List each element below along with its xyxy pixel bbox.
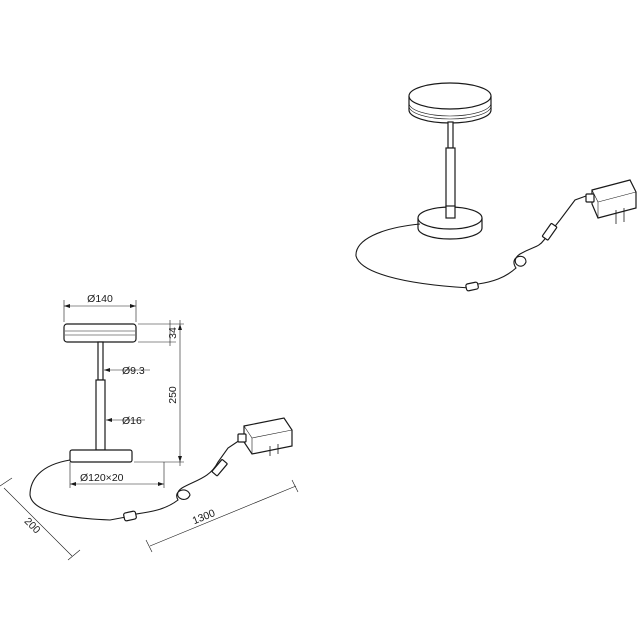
- dim-label: Ø140: [87, 293, 113, 305]
- dim-label: 250: [167, 386, 179, 404]
- dim-stem-bottom: Ø16: [106, 415, 145, 427]
- lamp-base: [69, 449, 133, 463]
- stem-upper: [447, 121, 454, 149]
- cord-connector: [211, 459, 228, 477]
- dim-base: Ø120×20: [69, 462, 165, 488]
- dim-cord-switch: 200: [0, 477, 81, 561]
- lamp-head-top: [408, 82, 492, 110]
- stem-upper: [97, 341, 104, 381]
- power-cord: [29, 459, 127, 521]
- dim-label: 200: [22, 515, 43, 536]
- isometric-view: [355, 82, 637, 292]
- inline-switch[interactable]: [123, 510, 137, 522]
- power-adapter: [237, 417, 293, 456]
- dim-stem-top: Ø9.3: [104, 365, 150, 377]
- power-cord: [355, 223, 471, 289]
- inline-switch[interactable]: [465, 281, 479, 292]
- lamp-head: [63, 323, 137, 343]
- dim-head-diameter: Ø140: [63, 293, 137, 322]
- dim-label: 34: [167, 327, 179, 339]
- power-adapter: [585, 179, 637, 224]
- elevation-view: Ø140 Ø9.3 Ø16 Ø120×20: [0, 293, 299, 561]
- dim-label: Ø16: [122, 415, 142, 427]
- dim-label: Ø120×20: [80, 472, 124, 484]
- cord-connector: [541, 222, 558, 241]
- dim-label: Ø9.3: [122, 365, 145, 377]
- dim-heights: 34 250: [134, 320, 184, 466]
- power-cord-loop: [477, 195, 587, 285]
- stem-lower: [95, 379, 106, 451]
- dim-label: 1300: [191, 507, 217, 527]
- power-cord-loop: [135, 439, 241, 515]
- dim-cord-total: 1300: [145, 479, 299, 553]
